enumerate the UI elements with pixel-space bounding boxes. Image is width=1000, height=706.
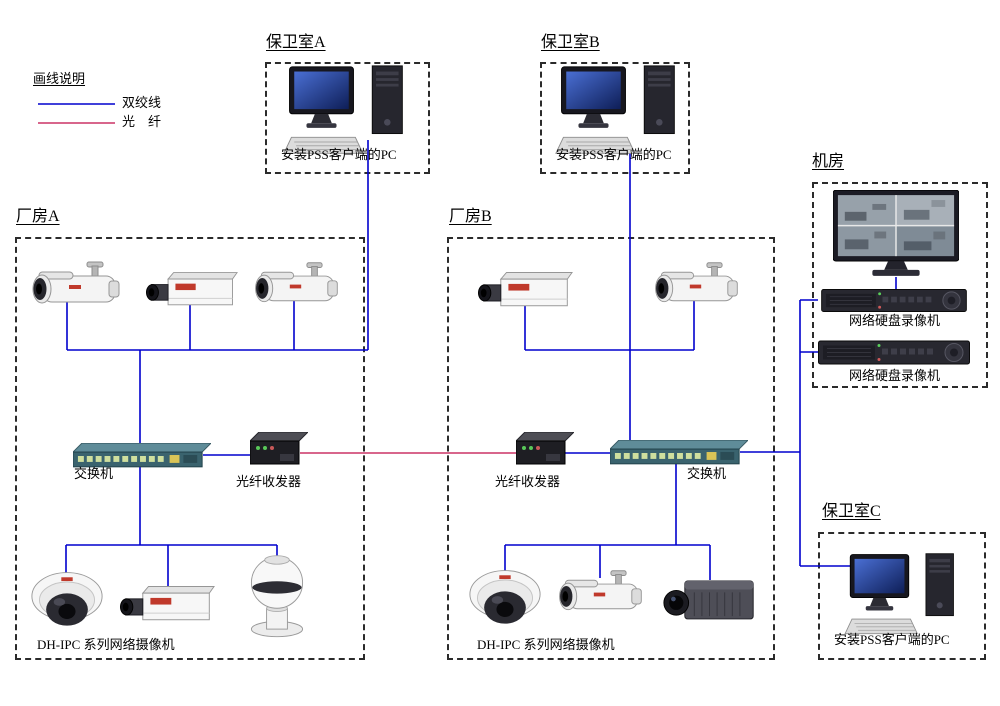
cctv-monitor [833, 190, 959, 277]
factory-a-box-camera-bottom [120, 586, 215, 621]
factory-b-box [447, 237, 775, 660]
pc-guard-room-c [844, 553, 954, 635]
factory-a-box [15, 237, 365, 660]
factory-a-box-camera [146, 272, 238, 306]
machine-room-box [812, 182, 988, 388]
guard-room-a-box [265, 62, 430, 174]
factory-a-bullet-camera-1 [32, 261, 120, 304]
factory-a-switch [73, 443, 211, 468]
guard-room-b-box [540, 62, 690, 174]
factory-b-bullet-camera [655, 262, 738, 303]
twisted-pair-wiring [65, 140, 897, 586]
nvr-2 [818, 340, 970, 365]
factory-a-ptz-camera [250, 555, 304, 638]
factory-b-boxy-camera [663, 580, 754, 620]
factory-a-dome-camera [31, 572, 103, 627]
guard-room-c-box [818, 532, 986, 660]
pc-guard-room-b [555, 65, 675, 154]
factory-b-dome-camera [469, 570, 541, 625]
factory-a-fiber-transceiver [250, 432, 308, 465]
pc-guard-room-a [283, 65, 403, 154]
factory-b-switch [610, 440, 748, 465]
nvr-1 [821, 289, 967, 312]
factory-b-fiber-transceiver [516, 432, 574, 465]
factory-a-bullet-camera-2 [255, 262, 338, 303]
factory-b-box-camera [478, 272, 573, 307]
